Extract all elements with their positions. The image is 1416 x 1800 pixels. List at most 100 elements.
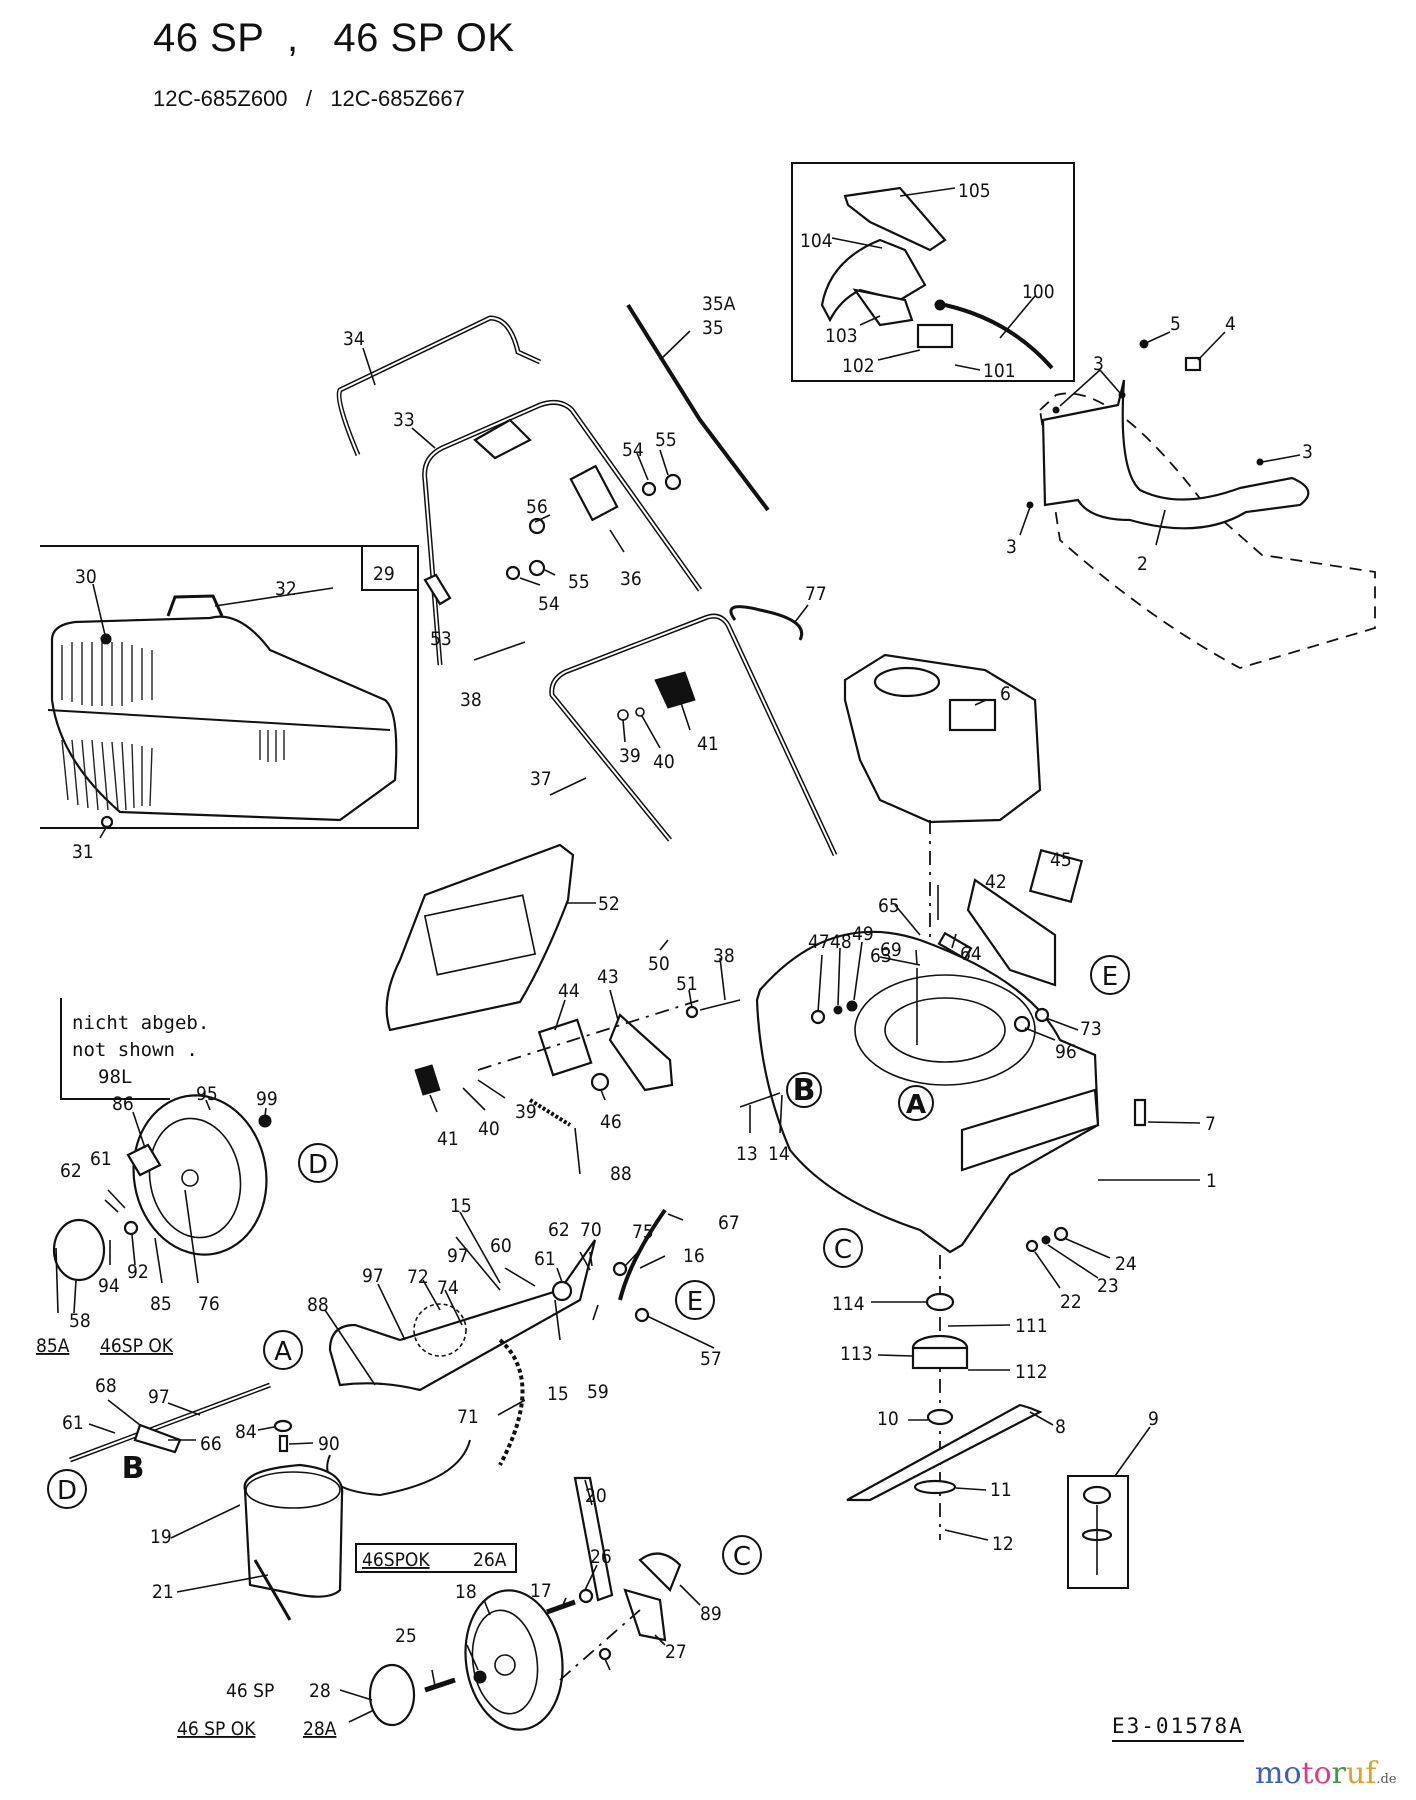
mower-deck-group (739, 848, 1147, 1254)
svg-text:C: C (834, 1235, 852, 1265)
part-73-nut (1034, 1007, 1050, 1023)
part-18-bracket (623, 1588, 667, 1642)
part-24-nut (1053, 1226, 1069, 1242)
deck-rear-lip (960, 1088, 1100, 1172)
callout-90: 21 (152, 1581, 174, 1603)
callout-60: 61 (534, 1248, 556, 1270)
callout-30: 30 (75, 566, 97, 588)
blade-group (846, 1255, 1129, 1589)
callout-16: 97 (362, 1265, 384, 1287)
part-104-lever (820, 238, 927, 323)
part-1-mower-deck (755, 930, 1100, 1254)
part-55-nut-upper (664, 473, 682, 491)
callout-75: 16 (683, 1245, 705, 1267)
part-17-spring-plate (638, 1552, 682, 1592)
front-wheel-rim (471, 1609, 539, 1715)
variant-28-model: 46 SP (226, 1680, 274, 1702)
inset-frame (791, 162, 1075, 382)
variant-26a-part: 26A (473, 1549, 507, 1571)
callout-51: 51 (676, 973, 698, 995)
part-36-cable-clamp (569, 464, 619, 522)
part-66-pin (278, 1434, 289, 1453)
part-41-handle-knob (654, 671, 696, 709)
part-8-blade (846, 1403, 1043, 1502)
hinge-axis (477, 999, 701, 1071)
part-22-washer (1025, 1239, 1039, 1253)
callout-7: 7 (1205, 1113, 1216, 1135)
connector-e-lower: E (675, 1280, 715, 1320)
part-70-75-lever-rod (618, 1208, 667, 1301)
part-49-nut (846, 1000, 858, 1012)
part-52-rear-flap (385, 843, 575, 1032)
callout-38-lower: 38 (713, 945, 735, 967)
watermark-letter: f (1365, 1756, 1377, 1791)
callout-74: 71 (457, 1406, 479, 1428)
variant-85a-model: 46SP OK (100, 1335, 174, 1357)
part-44-hinge-block (537, 1018, 593, 1077)
callout-15-axle: 68 (95, 1375, 117, 1397)
callout-45: 45 (1050, 849, 1072, 871)
svg-text:C: C (733, 1542, 751, 1572)
callout-50: 50 (648, 953, 670, 975)
ghost-deck-outline (1039, 392, 1376, 669)
callout-47: 47 (808, 931, 830, 953)
clutch-group (243, 1419, 344, 1621)
part-101-pin (934, 299, 946, 311)
variant-85a: 85A (36, 1335, 70, 1357)
part-53-wing-knob (423, 573, 452, 606)
callout-101: 101 (983, 360, 1016, 382)
callout-55-upper: 55 (655, 429, 677, 451)
callout-46: 46 (600, 1111, 622, 1133)
watermark-letter: o (1313, 1756, 1332, 1791)
part-43-hinge-bracket (608, 1013, 674, 1092)
svg-text:A: A (274, 1337, 292, 1367)
kit-bolt-head (1082, 1485, 1112, 1505)
callout-41-upper: 41 (697, 733, 719, 755)
callout-39-lower: 39 (515, 1101, 537, 1123)
callout-17: 89 (700, 1603, 722, 1625)
model-numbers: 12C-685Z600 / 12C-685Z667 (153, 86, 465, 111)
callout-77: 77 (805, 583, 827, 605)
callout-37: 37 (530, 768, 552, 790)
callout-62-upper: 75 (632, 1221, 654, 1243)
front-wheel-group (355, 1476, 682, 1731)
inset-control-lever-group (791, 162, 1075, 382)
part-64-plate (937, 931, 973, 961)
watermark-letter: t (1301, 1756, 1314, 1791)
callout-52: 52 (598, 893, 620, 915)
part-6-engine (843, 653, 1042, 824)
callout-36: 36 (620, 568, 642, 590)
drive-group (69, 1098, 667, 1497)
callout-3-left: 3 (1006, 536, 1017, 558)
callout-14: 14 (768, 1143, 790, 1165)
pulley-top-rim (245, 1471, 341, 1509)
part-42-bracket (966, 878, 1057, 987)
part-10-blade-bolt-head (926, 1408, 954, 1426)
part-37-lower-handle (549, 613, 838, 857)
connector-a-drive: A (263, 1330, 303, 1370)
handle-control-housing (473, 418, 532, 460)
leader-lines (55, 187, 1301, 1723)
callout-73: 73 (1080, 1018, 1102, 1040)
callout-102: 102 (842, 355, 875, 377)
callout-114: 114 (832, 1293, 865, 1315)
grass-catcher-inset (40, 545, 419, 829)
callout-56: 56 (526, 496, 548, 518)
variant-28a-part: 28A (303, 1718, 337, 1740)
watermark-letter: o (1283, 1756, 1302, 1791)
callout-31: 31 (72, 841, 94, 863)
grass-catcher-frame (40, 545, 419, 829)
motoruf-watermark: motoruf.de (1255, 1756, 1397, 1791)
part-19-height-lever (573, 1476, 614, 1602)
callout-76: 88 (610, 1163, 632, 1185)
callout-48: 48 (830, 931, 852, 953)
drawing-id: E3-01578A (1112, 1714, 1244, 1742)
part-67-bushing (634, 1307, 650, 1323)
part-4-clip (1184, 356, 1202, 372)
part-40-washer (635, 707, 645, 717)
callout-9: 9 (1148, 1408, 1159, 1430)
part-94-washer (123, 1220, 139, 1236)
transmission-housing (328, 1239, 597, 1392)
callout-41-lower: 41 (437, 1128, 459, 1150)
callout-96: 96 (1055, 1041, 1077, 1063)
